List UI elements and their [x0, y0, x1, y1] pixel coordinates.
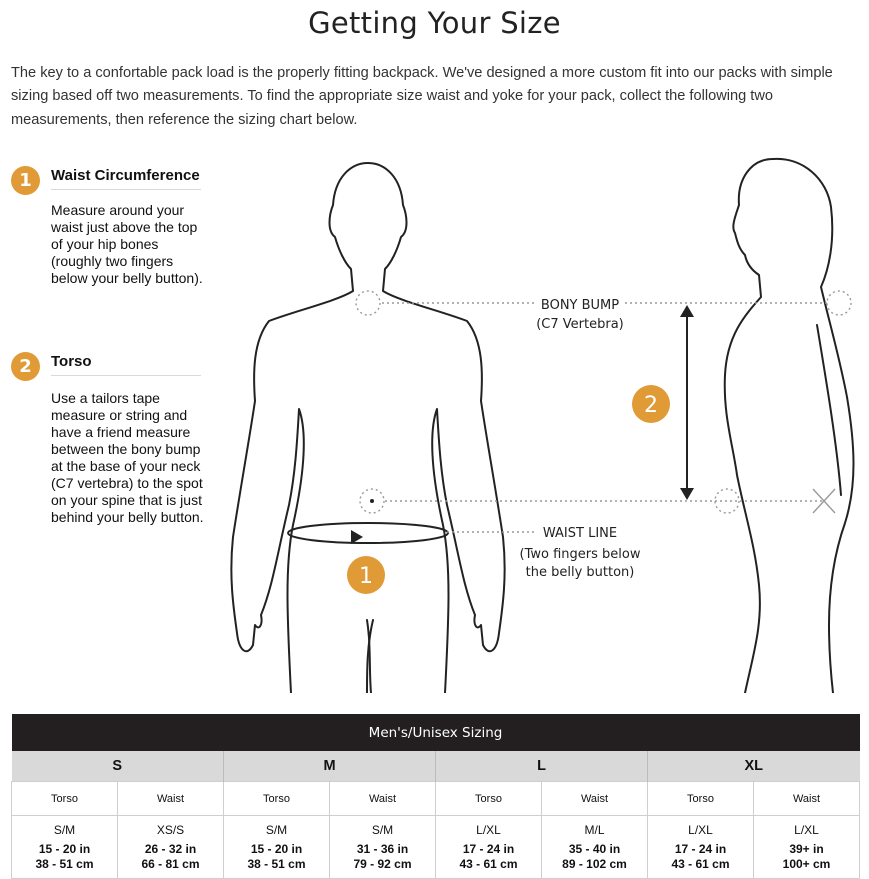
column-label-row: Torso Waist Torso Waist Torso Waist Tors…: [11, 781, 860, 816]
range-in: 17 - 24 in: [462, 842, 515, 857]
front-figure-outline: [230, 162, 369, 693]
body-outline-illustration: 1 2 BONY BUMP (C7 Vertebra) WAIST LINE (…: [230, 157, 855, 693]
col-label-m-torso: Torso: [223, 781, 330, 816]
marker-1-label: 1: [359, 564, 373, 589]
marker-badge-2: [632, 385, 670, 423]
size-header-xl: XL: [647, 751, 860, 782]
step-number-badge-1: 1: [11, 166, 40, 195]
fit-label: L/XL: [688, 822, 713, 837]
belly-marker-front: [359, 488, 385, 514]
c7-marker-front: [355, 290, 381, 316]
col-label-l-torso: Torso: [435, 781, 542, 816]
step-waist-header: 1 Waist Circumference: [11, 166, 206, 195]
range-cm: 66 - 81 cm: [141, 856, 200, 871]
step-waist-text: Measure around your waist just above the…: [51, 202, 203, 286]
range-cm: 38 - 51 cm: [247, 856, 306, 871]
range-in: 31 - 36 in: [356, 842, 409, 857]
col-label-m-waist: Waist: [329, 781, 436, 816]
waist-marker-side-back-b: [812, 488, 836, 514]
waist-band: [287, 522, 449, 544]
marker-badge-1: [347, 556, 385, 594]
measurement-figure: 1 2 BONY BUMP (C7 Vertebra) WAIST LINE (…: [225, 145, 869, 693]
torso-arrow-head-top: [680, 305, 694, 317]
waist-line-label: WAIST LINE: [543, 526, 617, 541]
fit-label: S/M: [371, 822, 394, 837]
range-in: 15 - 20 in: [38, 842, 91, 857]
step-torso: 2 Torso Use a tailors tape measure or st…: [11, 352, 206, 526]
fit-label: S/M: [53, 822, 76, 837]
range-in: 35 - 40 in: [568, 842, 621, 857]
waist-arrow-head: [351, 530, 363, 544]
col-label-xl-waist: Waist: [753, 781, 860, 816]
waist-marker-side-front: [714, 488, 740, 514]
range-in: 39+ in: [789, 842, 824, 857]
col-label-s-waist: Waist: [117, 781, 224, 816]
front-figure-inner-leg: [366, 619, 372, 693]
fit-label: L/XL: [794, 822, 819, 837]
sizing-table-title: Men's/Unisex Sizing: [11, 714, 860, 751]
page-title: Getting Your Size: [308, 6, 561, 40]
belly-button-dot: [370, 499, 374, 503]
range-in: 15 - 20 in: [250, 842, 303, 857]
range-in: 26 - 32 in: [144, 842, 197, 857]
step-number-badge-2: 2: [11, 352, 40, 381]
sizing-table-container: Men's/Unisex Sizing S M L XL Torso Waist…: [11, 714, 860, 879]
torso-arrow-head-bottom: [680, 488, 694, 500]
waist-line-sublabel-2: the belly button): [526, 565, 635, 580]
fit-label: S/M: [265, 822, 288, 837]
range-cm: 79 - 92 cm: [353, 856, 412, 871]
side-figure-back: [772, 157, 855, 693]
step-waist-title: Waist Circumference: [51, 166, 201, 190]
fit-label: L/XL: [476, 822, 501, 837]
range-cm: 100+ cm: [782, 856, 831, 871]
range-in: 17 - 24 in: [674, 842, 727, 857]
col-label-s-torso: Torso: [11, 781, 118, 816]
step-torso-header: 2 Torso: [11, 352, 206, 381]
c7-marker-side: [826, 290, 852, 316]
range-cm: 43 - 61 cm: [459, 856, 518, 871]
side-figure-arm: [816, 324, 842, 496]
marker-2-label: 2: [644, 393, 658, 418]
range-cm: 89 - 102 cm: [562, 856, 627, 871]
col-label-xl-torso: Torso: [647, 781, 754, 816]
fit-label: M/L: [584, 822, 605, 837]
step-torso-title: Torso: [51, 352, 201, 376]
col-label-l-waist: Waist: [541, 781, 648, 816]
fit-label: XS/S: [156, 822, 185, 837]
bony-bump-label: BONY BUMP: [541, 298, 619, 313]
side-figure-outline: [723, 158, 774, 693]
front-figure-inner-leg2: [366, 619, 374, 693]
bony-bump-sublabel: (C7 Vertebra): [536, 317, 624, 332]
range-cm: 43 - 61 cm: [671, 856, 730, 871]
front-figure-outline-right: [367, 162, 506, 693]
size-header-s: S: [11, 751, 224, 782]
size-header-l: L: [435, 751, 648, 782]
step-torso-text: Use a tailors tape measure or string and…: [51, 390, 204, 525]
size-header-m: M: [223, 751, 436, 782]
range-cm: 38 - 51 cm: [35, 856, 94, 871]
intro-paragraph: The key to a confortable pack load is th…: [11, 65, 833, 128]
sizing-table: Men's/Unisex Sizing S M L XL Torso Waist…: [11, 714, 860, 879]
size-row: S M L XL: [11, 751, 860, 782]
step-waist: 1 Waist Circumference Measure around you…: [11, 166, 206, 287]
waist-line-sublabel-1: (Two fingers below: [520, 547, 641, 562]
